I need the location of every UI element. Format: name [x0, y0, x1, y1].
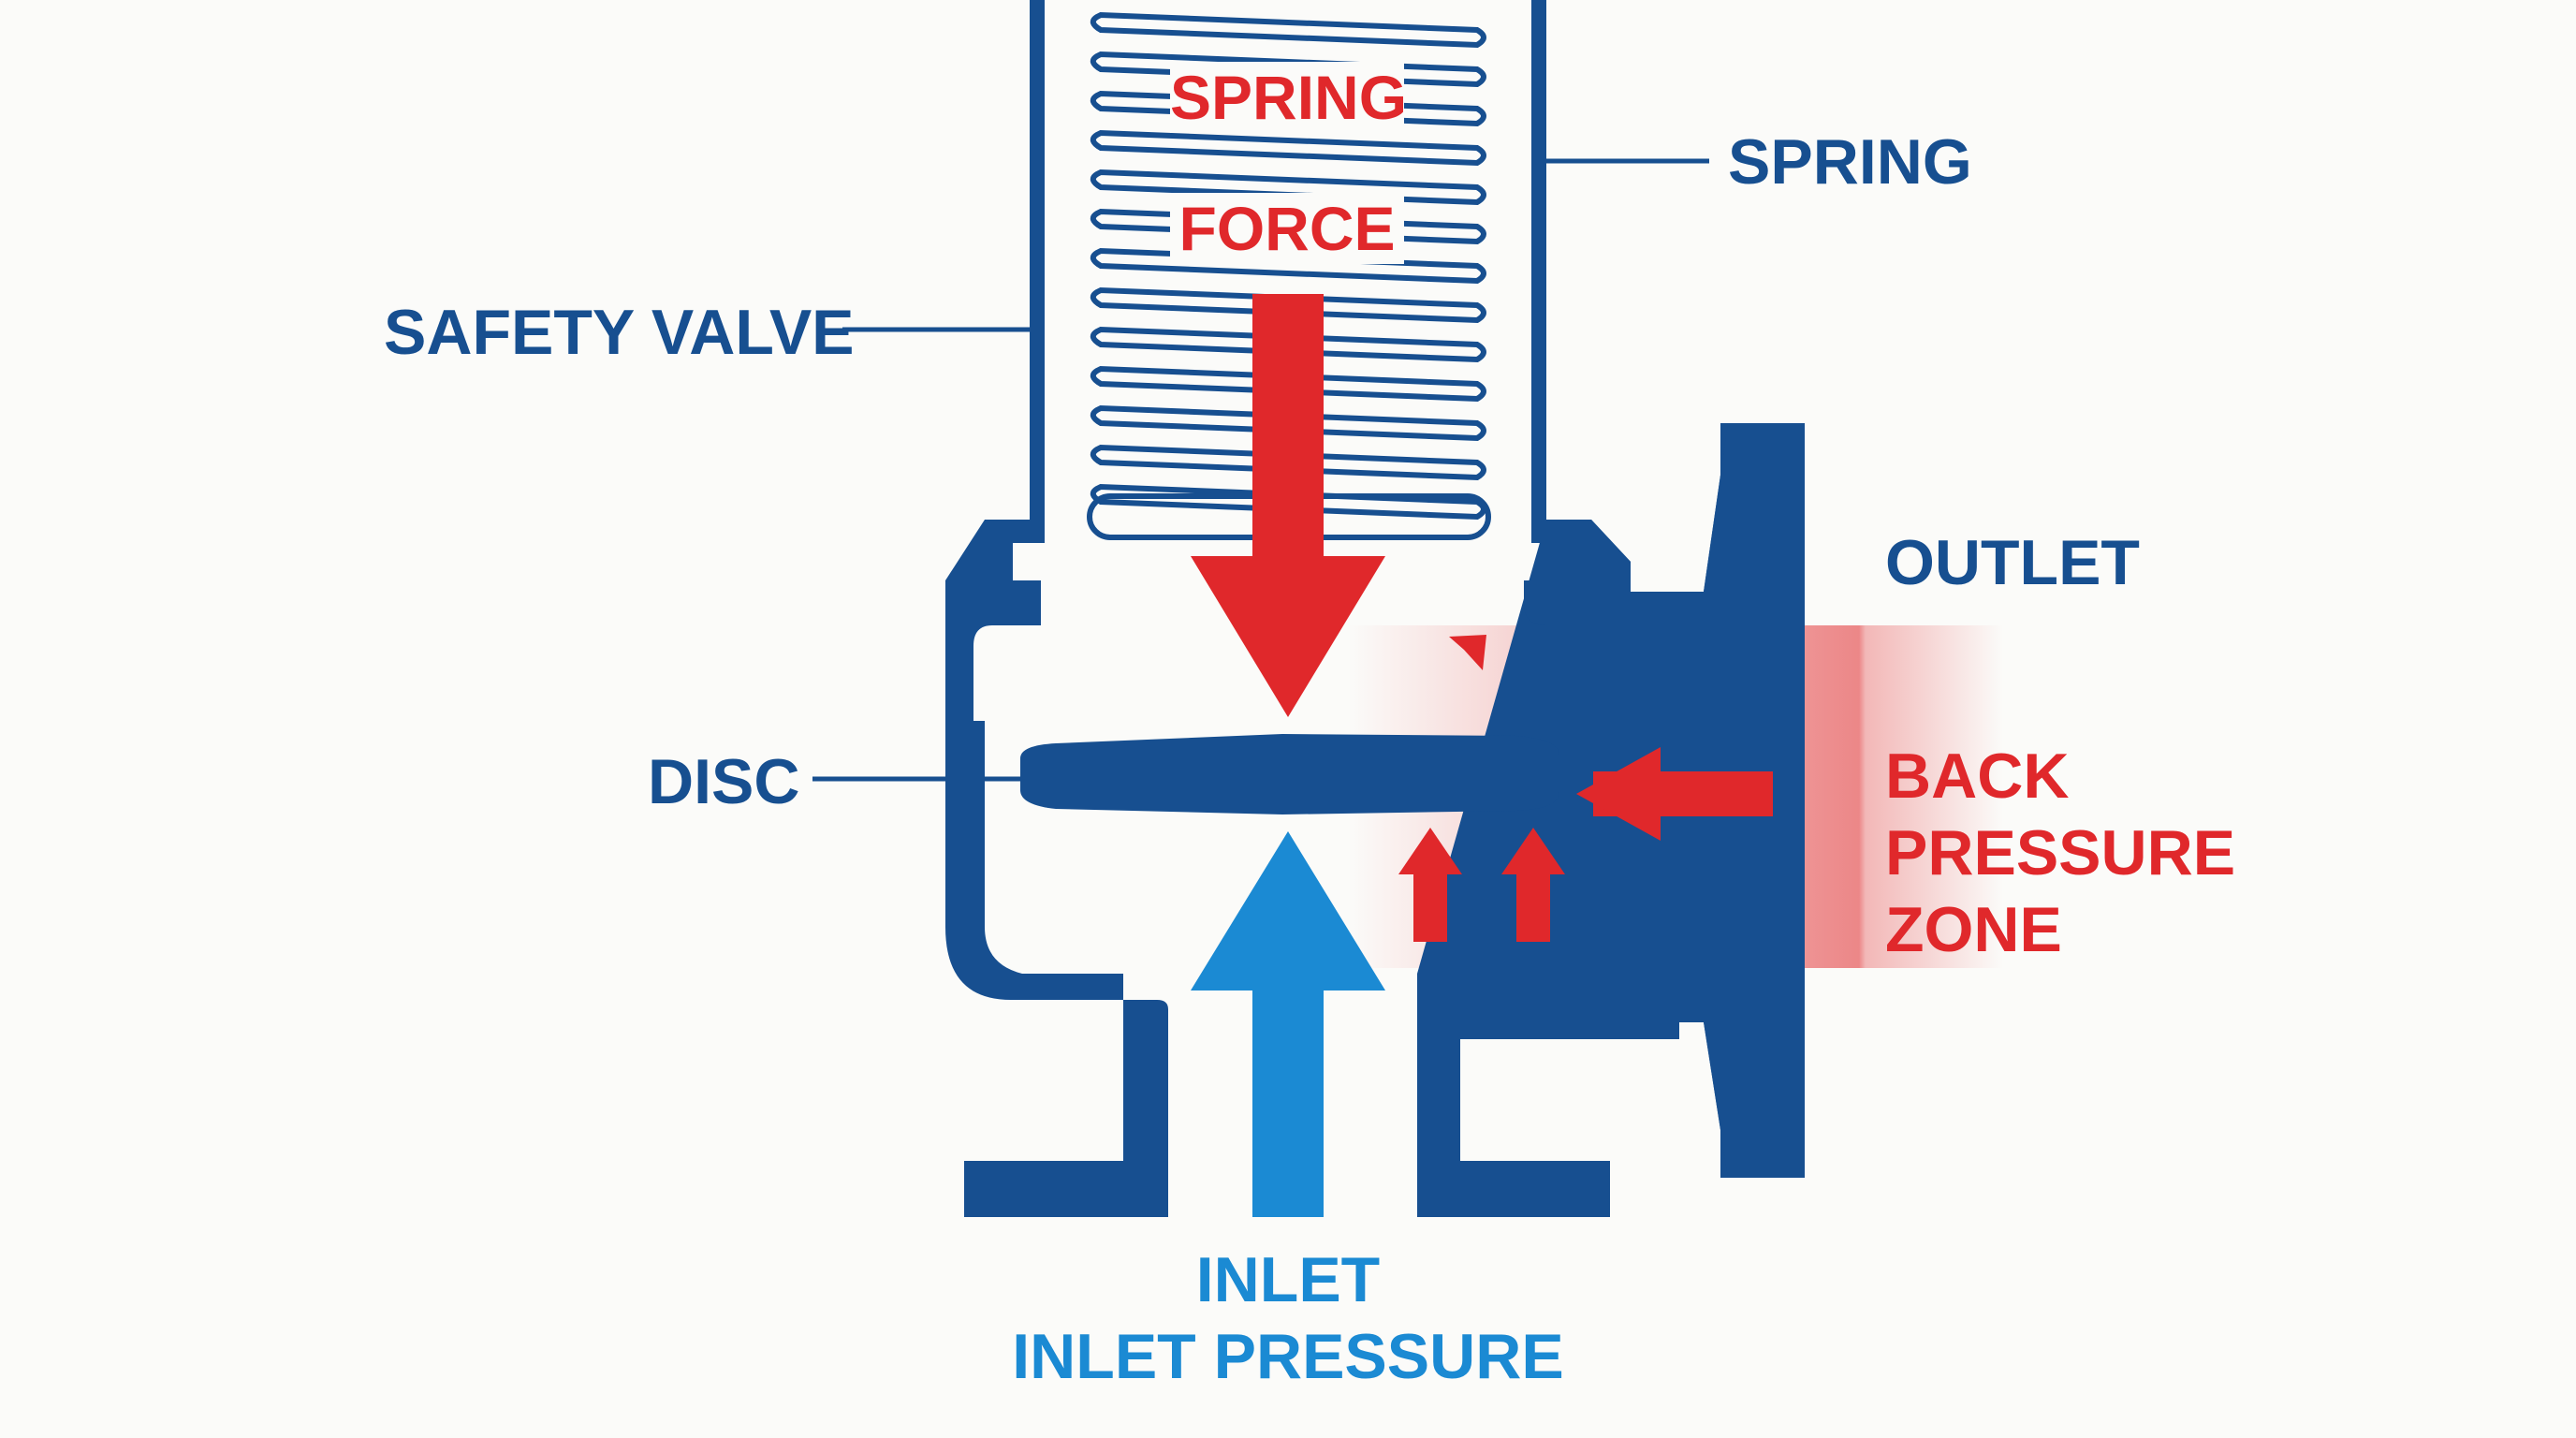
outlet-label: OUTLET	[1885, 527, 2140, 598]
inlet-pressure-label: INLET PRESSURE	[1012, 1321, 1564, 1392]
arrow-down-icon	[1191, 294, 1385, 717]
spring-label: SPRING	[1728, 126, 1972, 198]
spring-coil	[1090, 208, 1486, 245]
spring-coil	[1090, 404, 1486, 442]
coil-spring-icon	[1087, 11, 1491, 540]
disc-label: DISC	[648, 746, 800, 817]
safety-valve-label: SAFETY VALVE	[384, 297, 855, 368]
spring-force-label-line1: SPRING	[1170, 62, 1408, 133]
back-pressure-zone-label-line3: ZONE	[1885, 894, 2062, 965]
spring-coil	[1090, 129, 1486, 167]
inlet-label: INLET	[1195, 1244, 1381, 1315]
back-pressure-arrows	[1398, 635, 1773, 942]
spring-coil	[1090, 326, 1486, 363]
arrow-up-icon	[1191, 831, 1385, 1217]
bonnet	[1030, 0, 1546, 520]
spring-coil	[1090, 169, 1486, 206]
leader-lines	[812, 158, 1709, 782]
spring-coil	[1090, 286, 1486, 324]
spring-coil	[1090, 90, 1486, 127]
spring-coil	[1090, 51, 1486, 88]
spring-coil	[1090, 247, 1486, 285]
valve-disc	[1020, 734, 1559, 814]
back-pressure-zone-label-line1: BACK	[1885, 741, 2070, 812]
back-pressure-zone-label-line2: PRESSURE	[1885, 817, 2236, 888]
spring-coil	[1090, 444, 1486, 481]
spring-coil	[1090, 11, 1486, 49]
spring-force-label-line2: FORCE	[1170, 193, 1404, 264]
spring-coil	[1090, 365, 1486, 403]
